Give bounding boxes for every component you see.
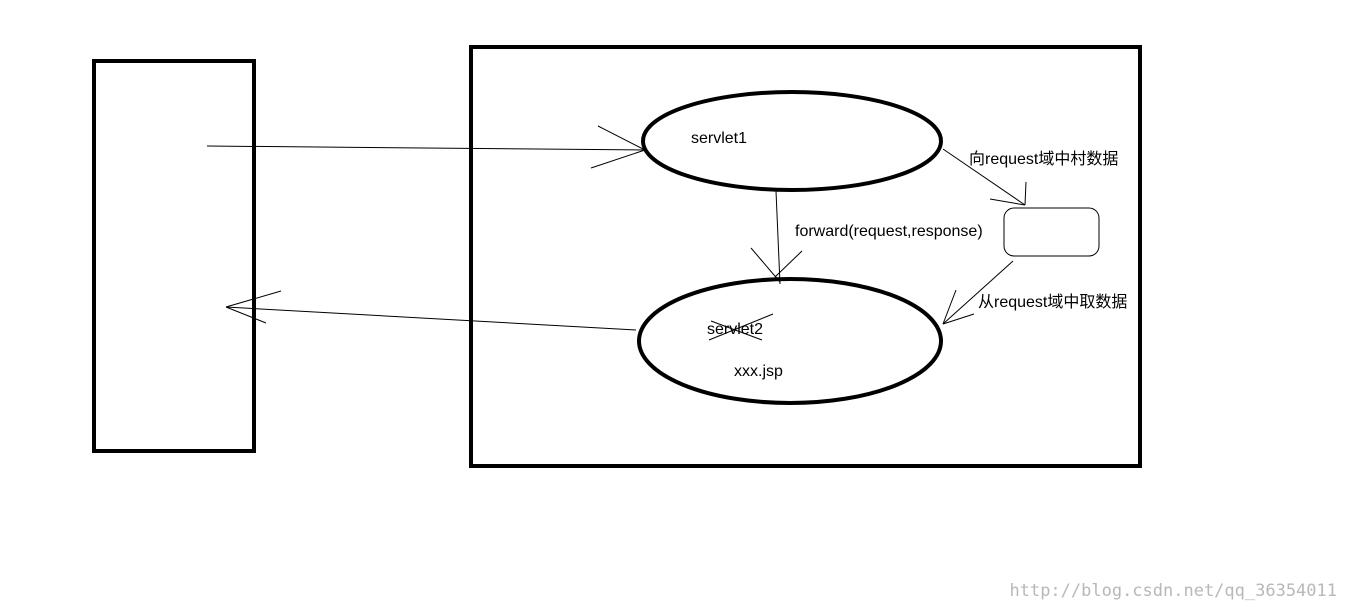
servlet2-ellipse: [637, 277, 943, 405]
response-arrow-head: [225, 290, 282, 308]
fetch-label: 从request域中取数据: [978, 293, 1127, 311]
request-arrow-head: [597, 125, 646, 151]
request-arrow-line: [206, 145, 646, 151]
server-box: [469, 45, 1142, 468]
store-arrow-head: [989, 198, 1026, 206]
forward-arrow-line: [775, 190, 781, 285]
store-label: 向request域中村数据: [969, 150, 1118, 168]
response-arrow-line: [225, 306, 637, 331]
watermark-text: http://blog.csdn.net/qq_36354011: [1009, 581, 1337, 601]
store-arrow-line: [942, 148, 1026, 206]
client-box: [92, 59, 256, 453]
forward-label: forward(request,response): [795, 223, 983, 240]
jsp-label: xxx.jsp: [734, 363, 783, 380]
servlet2-strike-line: [708, 313, 774, 341]
fetch-arrow-line: [942, 260, 1014, 325]
servlet1-label: servlet1: [691, 130, 747, 147]
fetch-arrow-head: [942, 289, 957, 325]
servlet1-ellipse: [641, 90, 943, 192]
response-arrow-head: [225, 306, 267, 324]
request-scope-box: [1003, 207, 1100, 257]
fetch-arrow-head: [942, 313, 975, 325]
store-arrow-head: [1024, 181, 1027, 206]
forward-arrow-head: [774, 250, 803, 278]
request-arrow-head: [590, 149, 646, 169]
servlet2-strike-line: [710, 320, 763, 341]
